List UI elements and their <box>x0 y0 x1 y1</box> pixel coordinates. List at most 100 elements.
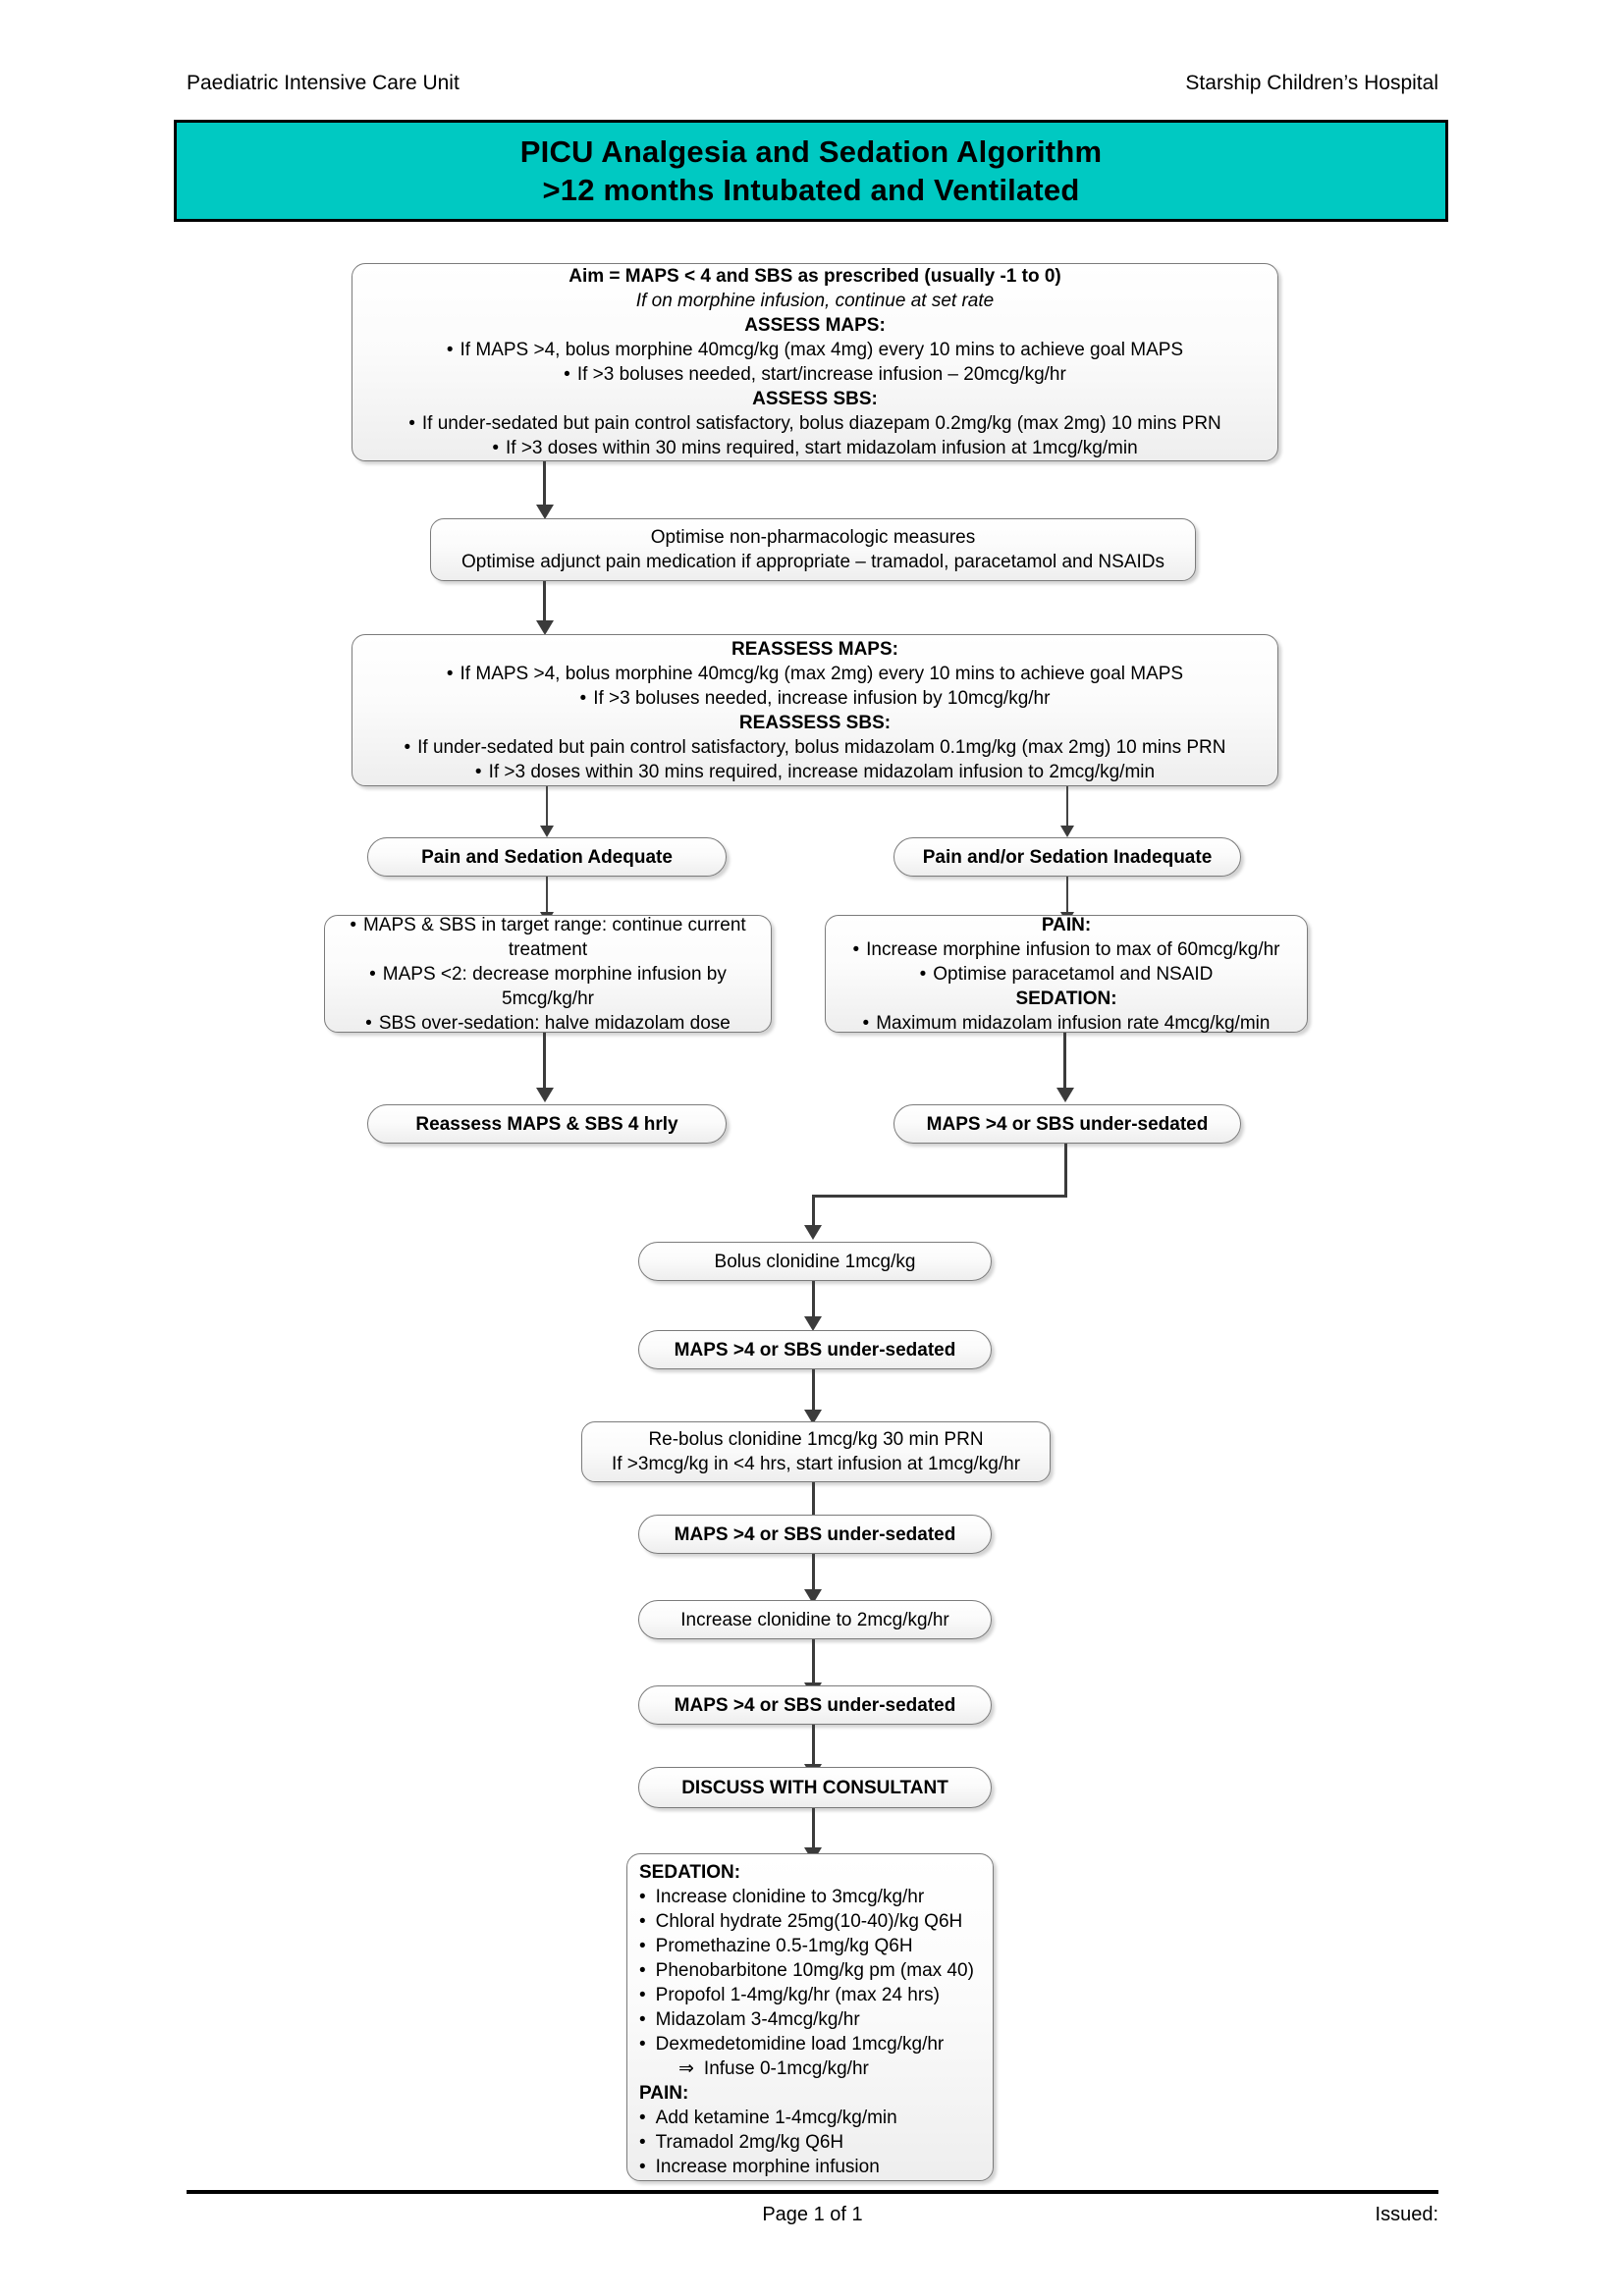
final-sedation-item-2: Chloral hydrate 25mg(10-40)/kg Q6H <box>639 1909 985 1934</box>
arrowhead-reassess-to-adequate <box>540 826 554 837</box>
arrowhead-optimise-to-reassess <box>536 620 554 635</box>
final-sedation-item-7: Dexmedetomidine load 1mcg/kg/hr <box>639 2032 985 2056</box>
node-under-sedated-1: MAPS >4 or SBS under-sedated <box>893 1104 1241 1144</box>
page-title-line1: PICU Analgesia and Sedation Algorithm <box>519 134 1103 169</box>
adequate-bullet-3: SBS over-sedation: halve midazolam dose <box>335 1011 761 1036</box>
page-title-line2: >12 months Intubated and Ventilated <box>542 173 1080 207</box>
connector-elbow-vertical-left <box>812 1195 815 1229</box>
header-right-label: Starship Children’s Hospital <box>1185 72 1438 94</box>
node-pain-sedation-adequate: Pain and Sedation Adequate <box>367 837 727 877</box>
connector-undersedated2-to-rebolus <box>812 1369 815 1414</box>
connector-adequate-to-reassess4hrly <box>543 1033 546 1092</box>
branch-adequate-label: Pain and Sedation Adequate <box>421 846 673 868</box>
arrowhead-assess-to-optimise <box>536 505 554 519</box>
arrowhead-undersedated2-to-rebolus <box>804 1410 822 1424</box>
final-sedation-item-6: Midazolam 3-4mcg/kg/hr <box>639 2007 985 2032</box>
node-adequate-actions: MAPS & SBS in target range: continue cur… <box>324 913 772 1036</box>
final-pain-item-1: Add ketamine 1-4mcg/kg/min <box>639 2106 985 2130</box>
node-optimise: Optimise non-pharmacologic measures Opti… <box>430 518 1196 581</box>
assess-maps-heading: ASSESS MAPS: <box>744 315 886 336</box>
final-sedation-item-4: Phenobarbitone 10mg/kg pm (max 40) <box>639 1958 985 1983</box>
final-pain-item-2: Tramadol 2mg/kg Q6H <box>639 2130 985 2155</box>
connector-elbow-horizontal <box>812 1195 1067 1198</box>
adequate-bullet-1: MAPS & SBS in target range: continue cur… <box>335 913 761 962</box>
page-header: Paediatric Intensive Care Unit Starship … <box>187 71 1438 96</box>
final-pain-item-3: Increase morphine infusion <box>639 2155 985 2179</box>
assess-maps-bullet-1: If MAPS >4, bolus morphine 40mcg/kg (max… <box>362 338 1268 362</box>
inadequate-pain-bullet-1: Increase morphine infusion to max of 60m… <box>836 937 1297 962</box>
node-discuss-with-consultant: DISCUSS WITH CONSULTANT <box>638 1767 992 1808</box>
node-inadequate-actions: PAIN: Increase morphine infusion to max … <box>825 914 1308 1036</box>
inadequate-sedation-heading: SEDATION: <box>1015 988 1117 1009</box>
page-title-banner: PICU Analgesia and Sedation Algorithm >1… <box>174 120 1448 222</box>
footer-divider <box>187 2190 1438 2194</box>
final-sedation-subitem: Infuse 0-1mcg/kg/hr <box>639 2056 985 2081</box>
node-under-sedated-3: MAPS >4 or SBS under-sedated <box>638 1515 992 1554</box>
connector-bolus-to-undersedated2 <box>812 1281 815 1320</box>
connector-reassess-to-adequate <box>546 786 548 829</box>
under-sedated-2-label: MAPS >4 or SBS under-sedated <box>674 1339 956 1361</box>
final-pain-heading: PAIN: <box>639 2083 689 2104</box>
final-sedation-heading: SEDATION: <box>639 1862 741 1883</box>
node-under-sedated-2: MAPS >4 or SBS under-sedated <box>638 1330 992 1369</box>
discuss-label: DISCUSS WITH CONSULTANT <box>681 1777 948 1798</box>
connector-increase-to-undersedated4 <box>812 1639 815 1686</box>
node-increase-clonidine: Increase clonidine to 2mcg/kg/hr <box>638 1600 992 1639</box>
connector-reassess-to-inadequate <box>1066 786 1068 829</box>
arrowhead-adequate-to-reassess4hrly <box>536 1088 554 1102</box>
rebolus-line-1: Re-bolus clonidine 1mcg/kg 30 min PRN <box>648 1429 984 1450</box>
node-reassess: REASSESS MAPS: If MAPS >4, bolus morphin… <box>352 634 1278 786</box>
connector-adequate-to-actions <box>546 877 548 918</box>
assess-morphine-note: If on morphine infusion, continue at set… <box>635 291 995 311</box>
reassess-sbs-bullet-1: If under-sedated but pain control satisf… <box>362 735 1268 760</box>
reassess-maps-heading: REASSESS MAPS: <box>731 638 898 660</box>
assess-sbs-bullet-1: If under-sedated but pain control satisf… <box>362 411 1268 436</box>
footer-issued-label: Issued: <box>1375 2204 1438 2225</box>
connector-optimise-to-reassess <box>543 581 546 624</box>
under-sedated-4-label: MAPS >4 or SBS under-sedated <box>674 1694 956 1716</box>
increase-clonidine-label: Increase clonidine to 2mcg/kg/hr <box>680 1609 949 1630</box>
connector-discuss-to-final <box>812 1808 815 1851</box>
reassess-maps-bullet-2: If >3 boluses needed, increase infusion … <box>362 686 1268 711</box>
final-sedation-item-5: Propofol 1-4mg/kg/hr (max 24 hrs) <box>639 1983 985 2007</box>
final-sedation-item-3: Promethazine 0.5-1mg/kg Q6H <box>639 1934 985 1958</box>
final-sedation-item-1: Increase clonidine to 3mcg/kg/hr <box>639 1885 985 1909</box>
connector-inadequate-to-undersedated <box>1063 1033 1066 1092</box>
optimise-line-2: Optimise adjunct pain medication if appr… <box>460 552 1165 572</box>
reassess-4hrly-label: Reassess MAPS & SBS 4 hrly <box>415 1113 678 1135</box>
node-pain-sedation-inadequate: Pain and/or Sedation Inadequate <box>893 837 1241 877</box>
connector-assess-to-optimise <box>543 461 546 508</box>
footer-page-label: Page 1 of 1 <box>762 2204 863 2225</box>
node-rebolus-clonidine: Re-bolus clonidine 1mcg/kg 30 min PRN If… <box>581 1421 1051 1482</box>
inadequate-pain-bullet-2: Optimise paracetamol and NSAID <box>836 962 1297 987</box>
connector-rebolus-to-undersedated3 <box>812 1482 815 1526</box>
optimise-line-1: Optimise non-pharmacologic measures <box>650 527 976 548</box>
inadequate-pain-heading: PAIN: <box>1041 914 1092 935</box>
branch-inadequate-label: Pain and/or Sedation Inadequate <box>922 846 1213 868</box>
header-left-label: Paediatric Intensive Care Unit <box>187 72 460 94</box>
assess-sbs-heading: ASSESS SBS: <box>752 389 878 409</box>
node-reassess-4hrly: Reassess MAPS & SBS 4 hrly <box>367 1104 727 1144</box>
connector-elbow-vertical-right <box>1064 1144 1067 1198</box>
node-bolus-clonidine: Bolus clonidine 1mcg/kg <box>638 1242 992 1281</box>
adequate-bullet-2: MAPS <2: decrease morphine infusion by 5… <box>335 962 761 1011</box>
under-sedated-1-label: MAPS >4 or SBS under-sedated <box>926 1113 1209 1135</box>
arrowhead-elbow-to-bolus-clonidine <box>804 1225 822 1240</box>
connector-undersedated3-to-increase <box>812 1554 815 1593</box>
arrowhead-reassess-to-inadequate <box>1060 826 1074 837</box>
node-under-sedated-4: MAPS >4 or SBS under-sedated <box>638 1685 992 1725</box>
connector-inadequate-to-actions <box>1066 877 1068 918</box>
under-sedated-3-label: MAPS >4 or SBS under-sedated <box>674 1523 956 1545</box>
bolus-clonidine-label: Bolus clonidine 1mcg/kg <box>714 1251 916 1272</box>
node-assess: Aim = MAPS < 4 and SBS as prescribed (us… <box>352 263 1278 461</box>
assess-maps-bullet-2: If >3 boluses needed, start/increase inf… <box>362 362 1268 387</box>
inadequate-sedation-bullet-1: Maximum midazolam infusion rate 4mcg/kg/… <box>836 1011 1297 1036</box>
arrowhead-bolus-to-undersedated2 <box>804 1316 822 1331</box>
assess-sbs-bullet-2: If >3 doses within 30 mins required, sta… <box>362 436 1268 460</box>
rebolus-line-2: If >3mcg/kg in <4 hrs, start infusion at… <box>611 1454 1021 1474</box>
reassess-sbs-heading: REASSESS SBS: <box>738 712 892 733</box>
connector-undersedated4-to-discuss <box>812 1725 815 1768</box>
reassess-maps-bullet-1: If MAPS >4, bolus morphine 40mcg/kg (max… <box>362 662 1268 686</box>
page-footer: Page 1 of 1 Issued: <box>187 2202 1438 2227</box>
reassess-sbs-bullet-2: If >3 doses within 30 mins required, inc… <box>362 760 1268 784</box>
